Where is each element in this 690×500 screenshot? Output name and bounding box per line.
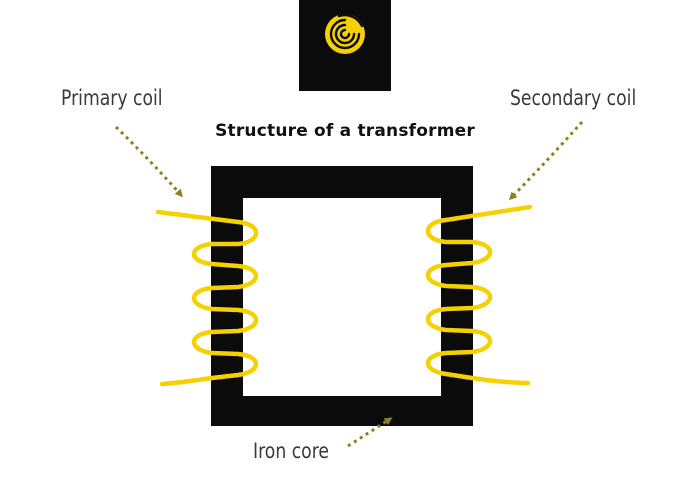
diagram-title: Structure of a transformer	[215, 121, 475, 141]
secondary-coil-label: Secondary coil	[510, 86, 637, 110]
primary-coil-pointer-arrow	[114, 125, 183, 198]
primary-coil-label: Primary coil	[61, 86, 163, 110]
iron-core-label: Iron core	[253, 439, 330, 463]
iron-core	[211, 166, 473, 426]
secondary-coil-pointer-arrow	[508, 120, 584, 201]
brand-logo	[299, 0, 391, 91]
primary-coil	[155, 209, 259, 387]
spiral-logo-icon	[325, 13, 365, 54]
secondary-coil	[425, 204, 533, 386]
